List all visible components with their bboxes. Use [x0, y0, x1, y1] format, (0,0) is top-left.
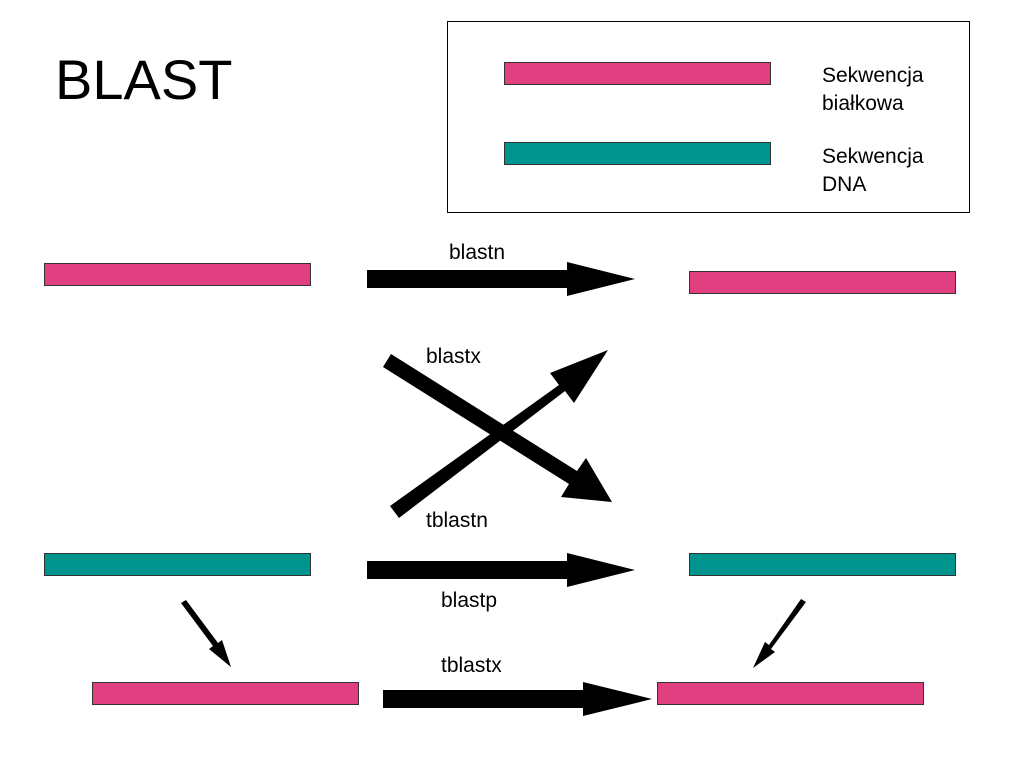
- blastn-arrow: [367, 262, 635, 296]
- label-blastn: blastn: [449, 241, 505, 264]
- protein-bar-right-top: [689, 271, 956, 294]
- label-tblastn: tblastn: [426, 509, 488, 532]
- left-translate-arrow: [181, 600, 231, 667]
- blastp-arrow: [367, 553, 635, 587]
- tblastn-arrow: [390, 350, 608, 518]
- protein-bar-right-bottom: [657, 682, 924, 705]
- label-blastx: blastx: [426, 345, 481, 368]
- right-translate-arrow: [753, 599, 806, 668]
- legend-protein-label: Sekwencja białkowa: [822, 64, 924, 115]
- protein-bar-left-bottom: [92, 682, 359, 705]
- tblastx-arrow: [383, 682, 652, 716]
- blastx-arrow: [383, 354, 612, 502]
- legend-dna-bar: [504, 142, 771, 165]
- protein-bar-left-top: [44, 263, 311, 286]
- dna-bar-left: [44, 553, 311, 576]
- label-tblastx: tblastx: [441, 654, 502, 677]
- legend-box: Sekwencja białkowa Sekwencja DNA: [447, 21, 970, 213]
- label-blastp: blastp: [441, 589, 497, 612]
- dna-bar-right: [689, 553, 956, 576]
- legend-dna-label: Sekwencja DNA: [822, 145, 924, 196]
- legend-protein-bar: [504, 62, 771, 85]
- slide-title: BLAST: [55, 48, 233, 111]
